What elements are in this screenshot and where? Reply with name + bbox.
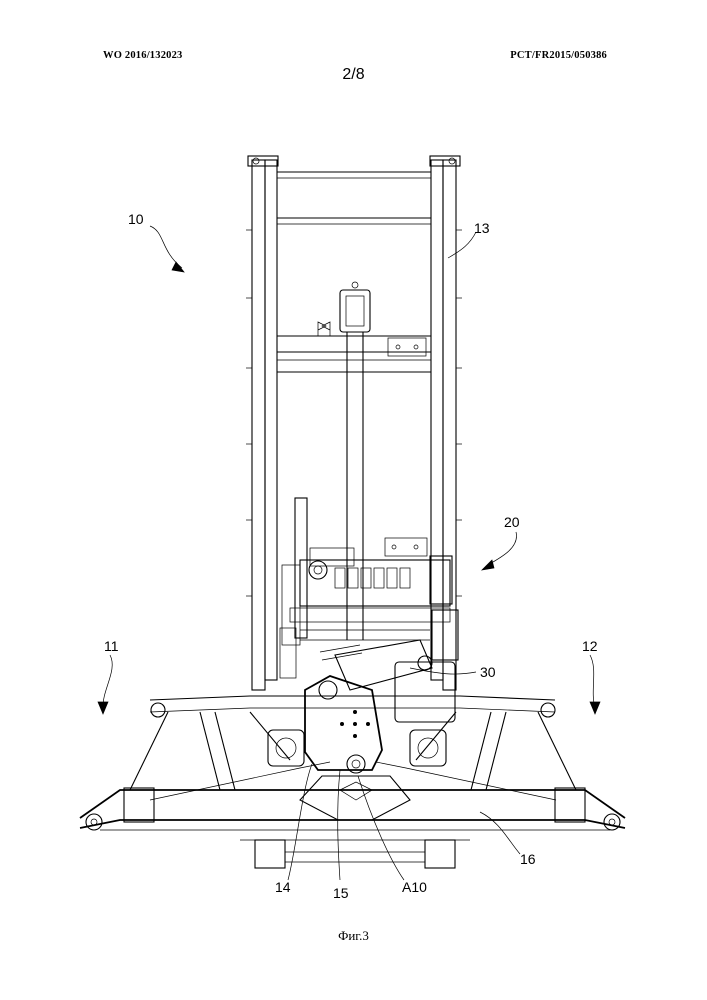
pivot-axis-hub: [352, 760, 360, 768]
lower-carriage: [255, 840, 455, 868]
mast-frame: [246, 156, 462, 690]
leader-13: [448, 232, 476, 258]
leader-14: [288, 764, 312, 880]
column-head-inner: [346, 296, 364, 326]
side-post: [295, 498, 307, 638]
pump-hub: [314, 566, 322, 574]
pivot-base-inner: [340, 782, 372, 800]
leader-11: [103, 655, 112, 708]
truss-diagonals: [130, 712, 576, 790]
mast-rail-ticks: [246, 230, 462, 596]
arrow-11: [98, 702, 108, 714]
right-unit: [430, 556, 452, 604]
pivot-bolts: [340, 710, 370, 738]
mast-left-rail-outer: [252, 160, 265, 690]
wheel-right-hub: [609, 819, 615, 825]
carriage-left: [255, 840, 285, 868]
leader-12: [590, 655, 595, 708]
ref-label-16: 16: [520, 851, 536, 867]
ref-label-12: 12: [582, 638, 598, 654]
upper-chord: [150, 696, 555, 700]
wheel-left: [86, 814, 102, 830]
side-bracket: [282, 565, 300, 645]
mast-left-rail-inner: [265, 160, 277, 680]
arrow-10: [172, 262, 184, 272]
lifting-eye-right: [541, 703, 555, 717]
bolt: [414, 345, 418, 349]
mast-block: [388, 338, 426, 356]
valve-stack: [335, 568, 410, 588]
wheel-left-hub: [91, 819, 97, 825]
leader-15: [338, 770, 340, 880]
arrow-20: [482, 560, 494, 570]
ref-label-30: 30: [480, 664, 496, 680]
beam-end-block-right: [555, 788, 585, 822]
upper-block: [385, 538, 427, 556]
ref-label-11: 11: [104, 638, 119, 654]
ref-label-10: 10: [128, 211, 144, 227]
right-box: [432, 610, 458, 660]
pump-wheel: [309, 561, 327, 579]
figure-caption: Фиг.3: [0, 928, 707, 944]
leader-10: [150, 226, 182, 268]
bracket-flag: [322, 322, 330, 336]
leader-A10: [358, 776, 404, 880]
column-top-pin: [352, 282, 358, 288]
ref-label-15: 15: [333, 885, 349, 901]
carriage-right: [425, 840, 455, 868]
leader-16: [480, 812, 520, 854]
bolt: [414, 545, 418, 549]
mast-top-pin-right: [449, 158, 455, 164]
deck-line-right: [376, 762, 556, 800]
left-valve: [280, 628, 296, 678]
ref-label-20: 20: [504, 514, 520, 530]
actuator: [320, 640, 455, 722]
mast-right-rail-inner: [431, 160, 443, 680]
bracket-flag: [318, 322, 326, 336]
ref-label-A10: A10: [402, 879, 427, 895]
arrow-12: [590, 702, 600, 714]
chassis-frame: [80, 696, 625, 840]
lifting-eye-left: [151, 703, 165, 717]
lower-plate: [290, 608, 450, 622]
main-beam-bottom: [80, 820, 625, 828]
ref-label-14: 14: [275, 879, 291, 895]
leader-20: [486, 532, 517, 566]
hub-right: [418, 738, 438, 758]
hub-block-left: [268, 730, 304, 766]
main-beam-top: [80, 790, 625, 818]
pivot-assembly: [268, 676, 446, 820]
hose: [320, 645, 360, 652]
upper-chord-inner: [150, 708, 555, 712]
deck-line-left: [150, 762, 330, 800]
bolt: [396, 345, 400, 349]
valve-block: [300, 560, 450, 606]
mast-top-pin-left: [253, 158, 259, 164]
bolt: [392, 545, 396, 549]
ref-label-13: 13: [474, 220, 490, 236]
leader-lines: [98, 226, 600, 880]
wheel-right: [604, 814, 620, 830]
beam-end-block-left: [124, 788, 154, 822]
hub-block-right: [410, 730, 446, 766]
